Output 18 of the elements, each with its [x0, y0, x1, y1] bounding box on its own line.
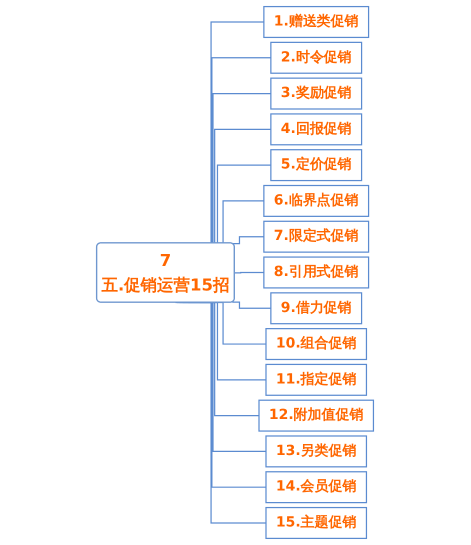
- node-box: 15.主题促销: [266, 506, 368, 540]
- node-box: 9.借力促销: [270, 292, 363, 324]
- node-box: 4.回报促销: [270, 113, 363, 146]
- node-box: 5.定价促销: [270, 149, 363, 182]
- connector: [232, 302, 272, 309]
- node-box: 13.另类促销: [266, 435, 368, 468]
- node-box: 8.引用式促销: [264, 256, 370, 289]
- node-box: 2.时令促销: [270, 42, 363, 74]
- node-box: 10.组合促销: [266, 328, 368, 360]
- node-box: 14.会员促销: [266, 471, 368, 504]
- node-box: 12.附加值促销: [258, 400, 375, 432]
- node-box: 3.奖励促销: [270, 78, 363, 110]
- node-box: 7.限定式促销: [264, 220, 370, 253]
- node-box: 6.临界点促销: [264, 184, 370, 217]
- connector: [235, 272, 264, 274]
- connector: [232, 236, 264, 244]
- node-box: 1.赠送类促销: [264, 6, 370, 38]
- node-box: 11.指定促销: [266, 364, 368, 396]
